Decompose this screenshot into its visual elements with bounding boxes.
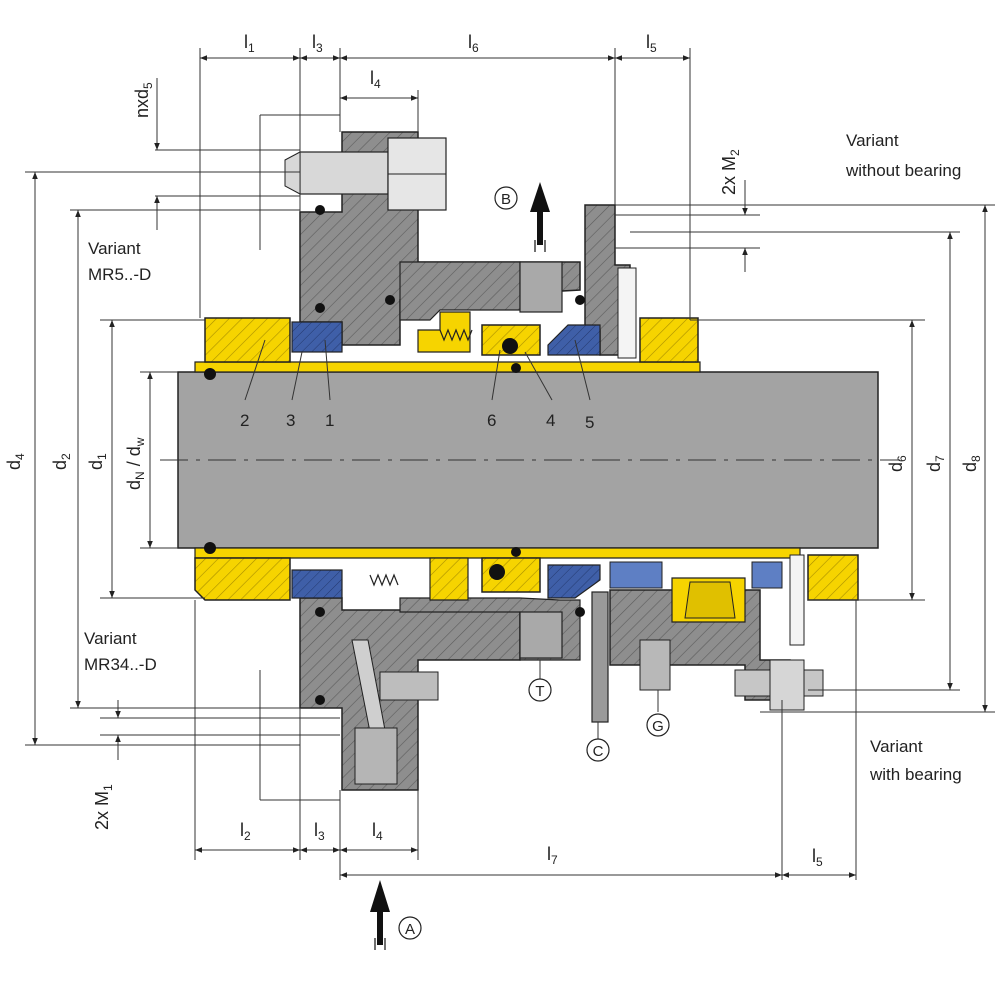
port-c-label: C xyxy=(593,743,604,760)
variant-mr34-line2: MR34..-D xyxy=(84,655,157,674)
bolt-head-lower xyxy=(379,671,439,701)
upper-clamp xyxy=(639,317,699,363)
part-number-4: 4 xyxy=(546,411,555,430)
upper-blue-ring-1 xyxy=(291,321,343,353)
part-number-6: 6 xyxy=(487,411,496,430)
variant-without-line1: Variant xyxy=(846,131,899,150)
upper-spring xyxy=(439,328,473,342)
dim-l3-bottom: l3 xyxy=(314,820,325,843)
dim-d1: d1 xyxy=(86,453,109,470)
variant-with-line1: Variant xyxy=(870,737,923,756)
lower-clamp xyxy=(807,554,859,601)
dim-d6: d6 xyxy=(886,455,909,472)
lower-blue-ring-1 xyxy=(291,569,343,599)
variant-mr5-line2: MR5..-D xyxy=(88,265,151,284)
dim-d8: d8 xyxy=(960,455,983,472)
lower-right-white-ring xyxy=(789,554,805,646)
arrow-b xyxy=(530,182,550,245)
yellow-parts xyxy=(194,311,859,623)
upper-collar xyxy=(204,317,291,363)
top-bolt xyxy=(284,137,447,211)
port-a-label: A xyxy=(405,921,415,938)
part-number-1: 1 xyxy=(325,411,334,430)
port-b-fitting xyxy=(519,261,563,313)
dim-l3-top: l3 xyxy=(312,32,323,55)
arrow-a xyxy=(370,880,390,945)
variant-with-line2: with bearing xyxy=(869,765,962,784)
dim-l7: l7 xyxy=(547,844,558,867)
dimension-lines xyxy=(25,48,995,880)
dim-l6: l6 xyxy=(468,32,479,55)
upper-sleeve xyxy=(194,361,701,373)
lower-blue-ring-5 xyxy=(547,564,601,599)
dim-d7: d7 xyxy=(924,455,947,472)
dim-m1: 2x M1 xyxy=(92,784,115,830)
dim-l5-top: l5 xyxy=(646,32,657,55)
port-g-label: G xyxy=(652,718,664,735)
dim-m2: 2x M2 xyxy=(719,149,742,195)
part-number-5: 5 xyxy=(585,413,594,432)
blue-rings xyxy=(291,321,783,599)
part-number-2: 2 xyxy=(240,411,249,430)
dim-l1: l1 xyxy=(244,32,255,55)
dim-nxd5: nxd5 xyxy=(132,82,155,118)
port-circles xyxy=(398,186,670,940)
upper-blue-ring-5 xyxy=(547,324,601,356)
dim-d2: d2 xyxy=(50,453,73,470)
dim-l4-top: l4 xyxy=(370,68,381,91)
part-number-3: 3 xyxy=(286,411,295,430)
bearing-blue-left xyxy=(609,561,663,589)
dim-l5-bottom: l5 xyxy=(812,846,823,869)
variant-mr5-line1: Variant xyxy=(88,239,141,258)
lower-spring xyxy=(369,573,399,587)
lower-plug xyxy=(354,727,398,785)
dim-l4-bottom: l4 xyxy=(372,820,383,843)
port-g-bolt xyxy=(639,639,671,691)
bearing-blue-right xyxy=(751,561,783,589)
port-b-label: B xyxy=(501,191,511,208)
variant-mr34-line1: Variant xyxy=(84,629,137,648)
bearing-roller xyxy=(684,581,736,619)
lower-collar xyxy=(194,557,291,601)
lower-sleeve xyxy=(194,547,801,559)
upper-right-white-ring xyxy=(617,267,637,359)
port-t-fitting xyxy=(519,611,563,659)
flow-arrows xyxy=(370,182,550,950)
lower-right-nut xyxy=(769,659,805,711)
lower-seal-ring xyxy=(429,557,469,601)
port-t-label: T xyxy=(535,683,544,700)
dim-d4: d4 xyxy=(4,453,27,470)
dim-dn-dw: dN / dw xyxy=(124,437,147,490)
port-c-plate xyxy=(591,591,609,723)
upper-inner-ring xyxy=(399,261,521,321)
springs xyxy=(369,328,473,587)
o-rings xyxy=(204,205,585,705)
dim-l2: l2 xyxy=(240,820,251,843)
variant-without-line2: without bearing xyxy=(845,161,961,180)
